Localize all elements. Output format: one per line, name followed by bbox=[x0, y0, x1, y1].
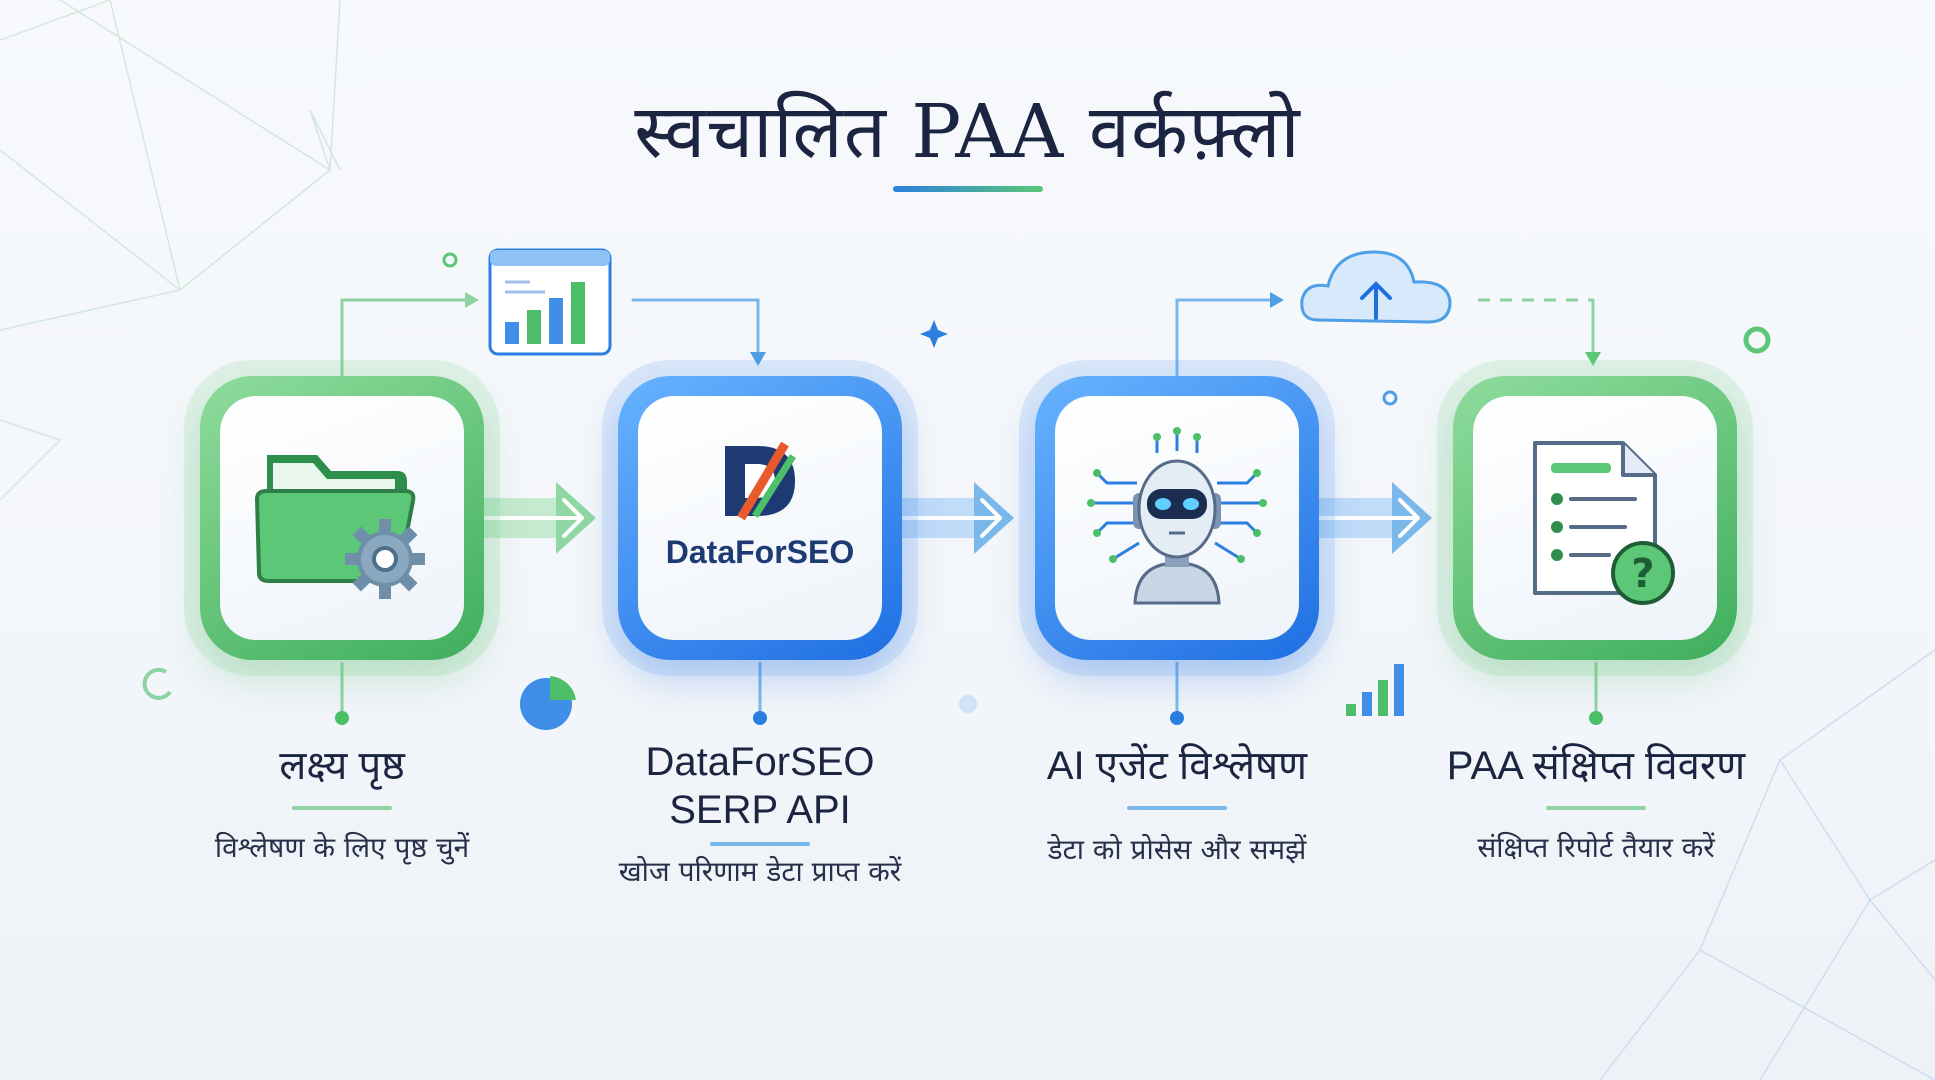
folder-gear-icon bbox=[254, 455, 425, 599]
step-card-dataforseo: DataForSEO bbox=[618, 376, 902, 660]
dataforseo-logo-icon bbox=[725, 441, 796, 521]
report-question-icon: ? bbox=[1533, 441, 1675, 605]
step-4-title: PAA संक्षिप्त विवरण bbox=[1446, 744, 1746, 788]
step-2-title-line2: SERP API bbox=[669, 788, 851, 832]
title-underline bbox=[893, 186, 1043, 192]
step-2-description: खोज परिणाम डेटा प्राप्त करें bbox=[618, 855, 902, 888]
step-1-title: लक्ष्य पृष्ठ bbox=[279, 744, 405, 788]
step-2-underline bbox=[710, 842, 810, 846]
step-2-title-line1: DataForSEO bbox=[645, 740, 875, 784]
svg-text:?: ? bbox=[1631, 551, 1654, 597]
step-3-title: AI एजेंट विश्लेषण bbox=[1046, 744, 1308, 788]
step-3-underline bbox=[1127, 806, 1227, 810]
dataforseo-logo-text: DataForSEO bbox=[665, 534, 855, 570]
step-card-ai-agent bbox=[1035, 376, 1319, 660]
step-4-underline bbox=[1546, 806, 1646, 810]
step-3-description: डेटा को प्रोसेस और समझें bbox=[1047, 833, 1307, 866]
step-card-target-page bbox=[200, 376, 484, 660]
step-1-description: विश्लेषण के लिए पृष्ठ चुनें bbox=[214, 831, 470, 864]
step-1-underline bbox=[292, 806, 392, 810]
step-4-description: संक्षिप्त रिपोर्ट तैयार करें bbox=[1477, 831, 1715, 864]
step-card-paa-brief: ? bbox=[1453, 376, 1737, 660]
robot-icon bbox=[1087, 427, 1267, 605]
page-title: स्वचालित PAA वर्कफ़्लो bbox=[634, 89, 1301, 175]
